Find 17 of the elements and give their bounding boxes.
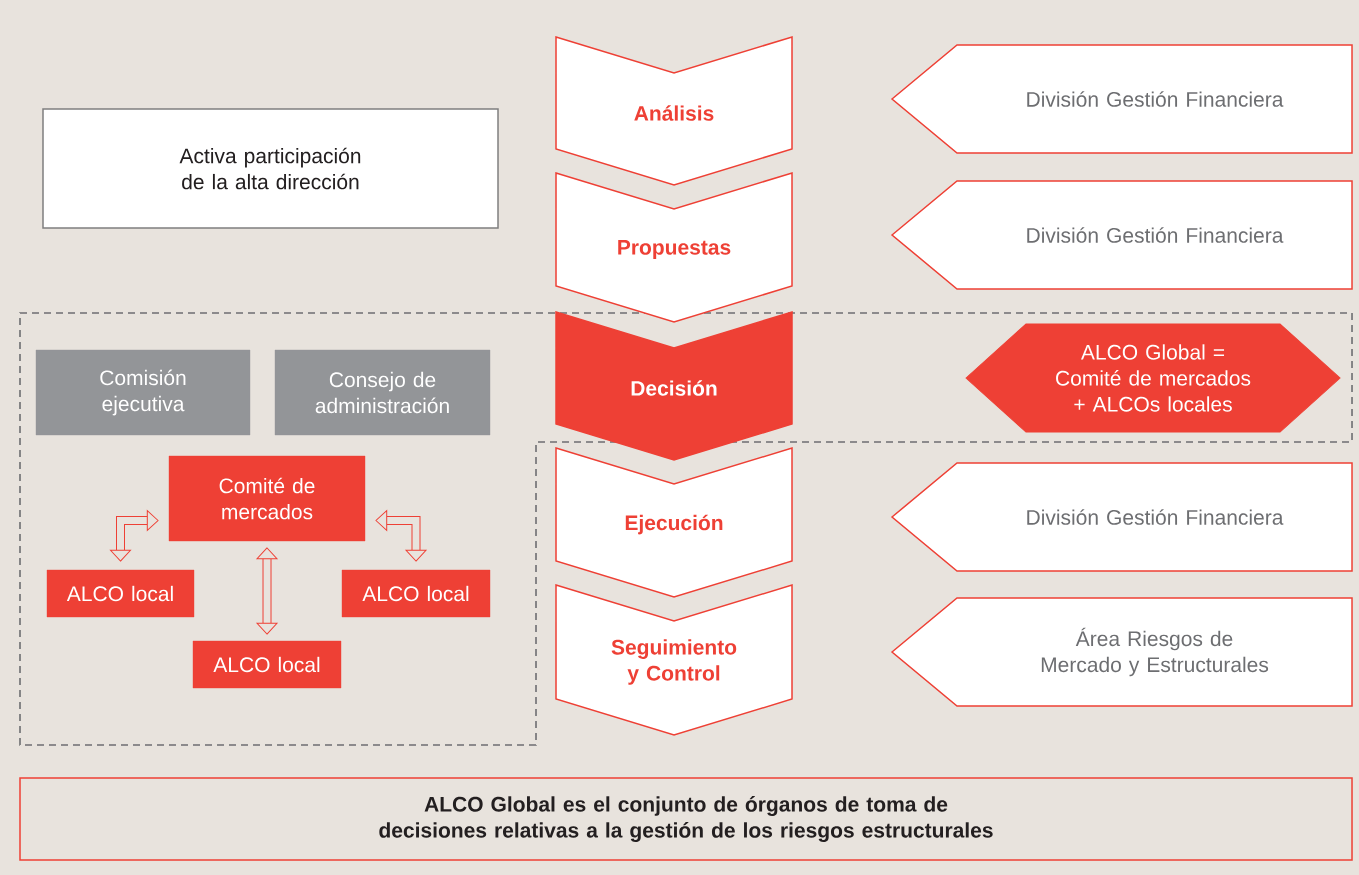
- block-arrow: [375, 510, 427, 562]
- chevron-step: Seguimiento y Control: [555, 584, 793, 736]
- block-arrow: [256, 547, 278, 635]
- chevron-step: Decisión: [555, 311, 793, 461]
- committee-box: ALCO local: [192, 640, 342, 689]
- chevron-step: Ejecución: [555, 447, 793, 598]
- summary-box: ALCO Global es el conjunto de órganos de toma de decisiones relativas a la gestión de los riesgos estructurales: [19, 777, 1353, 861]
- committee-box: Consejo de administración: [274, 349, 491, 436]
- chevron-step: Propuestas: [555, 172, 793, 323]
- committee-box: Comité de mercados: [168, 455, 366, 542]
- hexagon-box: ALCO Global = Comité de mercados + ALCOs locales: [965, 323, 1341, 433]
- committee-box: Comisión ejecutiva: [35, 349, 251, 436]
- statement-box: Activa participación de la alta dirección: [42, 108, 499, 229]
- block-arrow: [110, 510, 159, 562]
- committee-box: ALCO local: [46, 569, 195, 618]
- chevron-step: Análisis: [555, 36, 793, 186]
- committee-box: ALCO local: [341, 569, 491, 618]
